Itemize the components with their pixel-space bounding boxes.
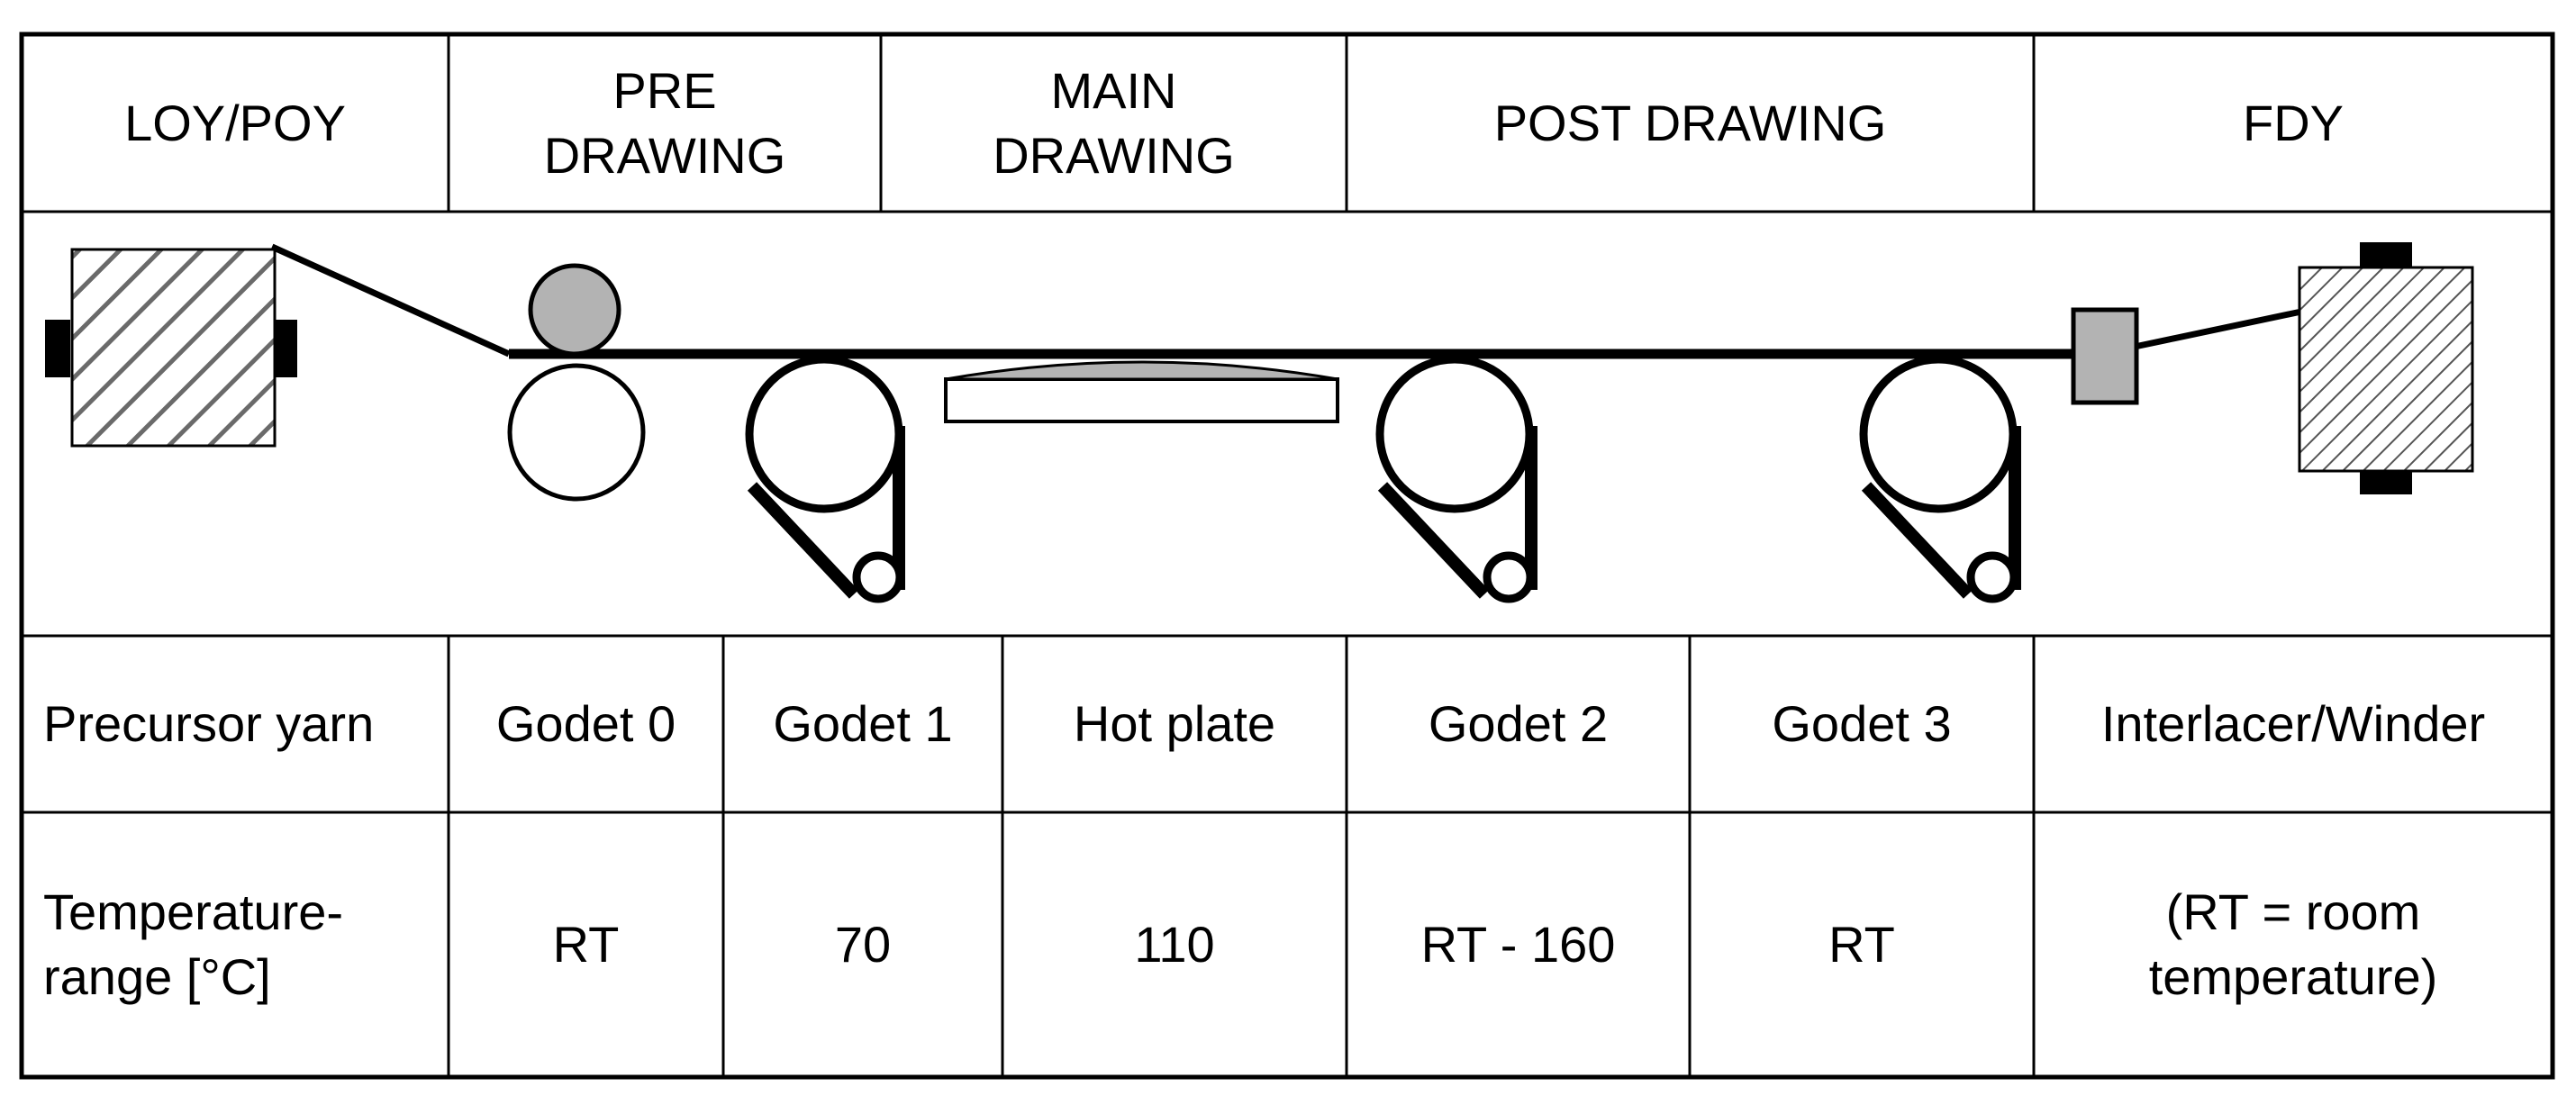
precursor-bobbin [45, 248, 297, 448]
table-grid [19, 32, 2555, 1080]
godet-main-roll [1859, 355, 2018, 513]
label-godet-0: Godet 0 [495, 695, 676, 753]
yarn-path [270, 243, 2302, 359]
temp-godet-2: RT - 160 [1420, 916, 1616, 974]
bobbin-end-cap-right [272, 320, 297, 377]
godet-0-bottom-roll [507, 363, 646, 502]
godet-idler-roll [1483, 551, 1535, 603]
header-post-drawing: POST DRAWING [1493, 94, 1887, 151]
header-pre-drawing: PRE DRAWING [543, 61, 786, 184]
label-godet-1: Godet 1 [773, 695, 953, 753]
temp-hot-plate: 110 [1134, 916, 1215, 974]
table-border [19, 32, 2555, 1080]
godet-0-rolls [507, 263, 646, 502]
hot-plate-base [944, 377, 1339, 423]
temp-note: (RT = room temperature) [2148, 883, 2438, 1005]
label-interlacer-winder: Interlacer/Winder [2100, 695, 2486, 753]
header-fdy: FDY [2243, 94, 2344, 151]
winder-body [2298, 266, 2474, 473]
header-main-drawing: MAIN DRAWING [993, 61, 1235, 184]
temp-godet-3: RT [1828, 916, 1895, 974]
godet-1 [745, 355, 905, 603]
yarn-feed-line [270, 243, 511, 358]
header-loy-poy: LOY/POY [124, 94, 346, 151]
godet-0-top-roll [528, 263, 621, 357]
label-godet-3: Godet 3 [1772, 695, 1952, 753]
label-temperature-range: Temperature- range [°C] [43, 883, 344, 1005]
winder-end-cap-bottom [2360, 469, 2412, 494]
bobbin-body [70, 248, 277, 448]
godet-3 [1859, 355, 2021, 603]
temp-godet-0: RT [552, 916, 620, 974]
hot-plate-surface [945, 360, 1338, 381]
winder-end-cap-top [2360, 242, 2412, 267]
label-godet-2: Godet 2 [1428, 695, 1609, 753]
winder-package [2298, 242, 2474, 494]
godet-main-roll [745, 355, 903, 513]
temp-godet-1: 70 [834, 916, 892, 974]
godet-belt [1377, 482, 1490, 599]
hot-plate [944, 360, 1339, 423]
label-hot-plate: Hot plate [1073, 695, 1276, 753]
godet-idler-roll [1966, 551, 2018, 603]
godet-idler-roll [852, 551, 904, 603]
godet-main-roll [1375, 355, 1534, 513]
godet-2 [1375, 355, 1537, 603]
godet-belt [1861, 482, 1973, 599]
bobbin-end-cap-left [45, 320, 70, 377]
yarn-winder-line [2134, 308, 2302, 350]
godet-belt [747, 482, 859, 599]
label-precursor-yarn: Precursor yarn [43, 695, 375, 753]
interlacer [2071, 307, 2139, 405]
